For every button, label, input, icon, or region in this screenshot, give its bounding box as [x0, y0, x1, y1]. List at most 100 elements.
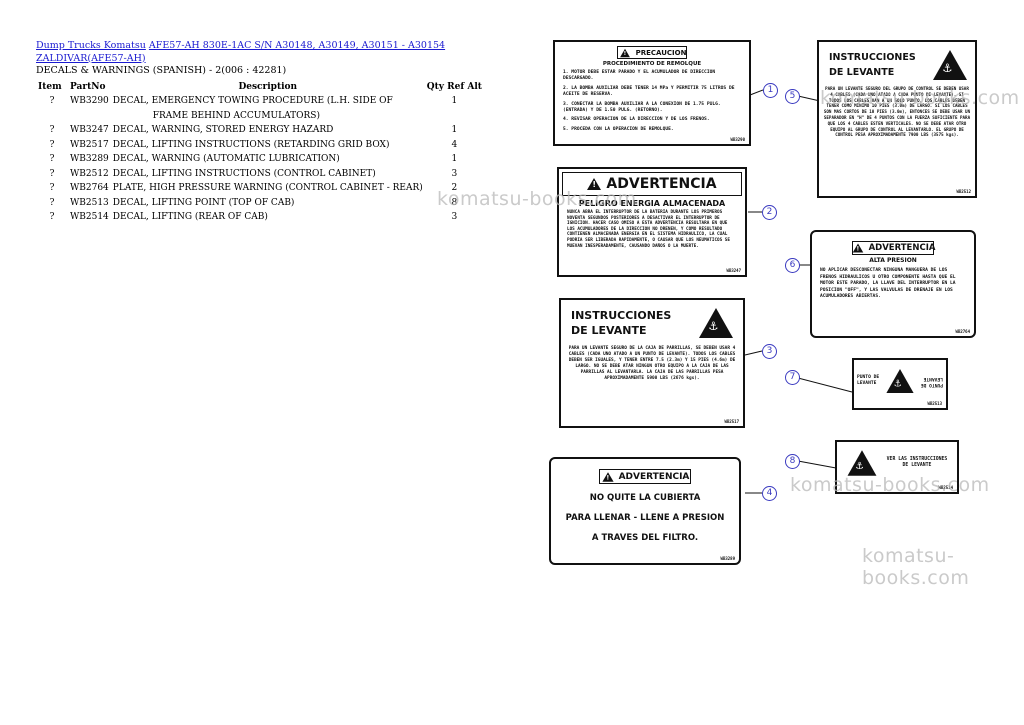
leader-line-3 [744, 350, 763, 356]
lifting-hook-warning-icon [933, 50, 967, 80]
col-description: Description [238, 81, 298, 92]
table-row: ? WB2517 DECAL, LIFTING INSTRUCTIONS (RE… [36, 138, 484, 153]
decal-body: PARA UN LEVANTE SEGURO DE LA CAJA DE PAR… [568, 346, 736, 381]
callout-7: 7 [785, 370, 800, 385]
decal-line: PARA LLENAR - LLENE A PRESION [565, 513, 725, 523]
row-partno: WB2764 [70, 183, 109, 193]
decal-line: A TRAVES DEL FILTRO. [591, 533, 699, 543]
row-qty: 8 [451, 197, 458, 208]
row-description: PLATE, HIGH PRESSURE WARNING (CONTROL CA… [112, 183, 423, 193]
row-partno: WB3247 [70, 125, 109, 135]
breadcrumb-link-zaldivar[interactable]: ZALDIVAR(AFE57-AH) [36, 52, 146, 64]
warning-triangle-icon [601, 471, 614, 482]
row-item: ? [49, 197, 55, 208]
leader-line-5 [797, 95, 821, 102]
decal-title-line1: INSTRUCCIONES [829, 52, 916, 63]
lifting-hook-warning-icon [699, 308, 733, 338]
decal-title: ADVERTENCIA [606, 176, 717, 192]
row-qty: 1 [451, 125, 458, 135]
row-qty: 1 [451, 154, 458, 164]
callout-3: 3 [762, 344, 777, 359]
row-partno: WB2512 [70, 168, 109, 179]
decal-body: NUNCA ABRA EL INTERRUPTOR DE LA BATERIA … [567, 210, 730, 249]
row-description: DECAL, WARNING, STORED ENERGY HAZARD [112, 125, 334, 135]
decal-label-left: PUNTO DE LEVANTE [857, 375, 880, 386]
decal-title-line1: INSTRUCCIONES [571, 309, 672, 322]
decal-title: ADVERTENCIA [868, 243, 936, 253]
decal-instrucciones-levante-cabinet: INSTRUCCIONES DE LEVANTE PARA UN LEVANTE… [817, 40, 977, 198]
watermark: komatsu-books.com [437, 188, 637, 210]
decal-code: WB2514 [938, 485, 953, 490]
decal-text: VER LAS INSTRUCCIONES DE LEVANTE [886, 456, 948, 469]
section-title: DECALS & WARNINGS (SPANISH) - 2(006 : 42… [36, 65, 287, 76]
warning-triangle-icon [619, 48, 630, 57]
decal-title: INSTRUCCIONES DE LEVANTE [829, 50, 916, 80]
decal-body: 1. MOTOR DEBE ESTAR PARADO Y EL ACUMULAD… [555, 67, 749, 136]
row-description-line2: FRAME BEHIND ACCUMULATORS) [152, 110, 320, 121]
decal-punto-de-levante: PUNTO DE LEVANTE PUNTO DE LEVANTE WB2513 [852, 358, 948, 410]
watermark: komatsu-books.com [862, 545, 970, 589]
decal-code: WB3290 [730, 137, 745, 142]
decal-title-banner: ADVERTENCIA [599, 469, 691, 484]
row-description: DECAL, LIFTING INSTRUCTIONS (CONTROL CAB… [112, 168, 376, 179]
watermark: komatsu-books.com [820, 87, 1020, 109]
decal-subtitle: PELIGRO ENERGIA ALMACENADA [578, 199, 726, 208]
row-description: DECAL, EMERGENCY TOWING PROCEDURE (L.H. … [111, 94, 425, 123]
decal-advertencia-stored-energy: ADVERTENCIA PELIGRO ENERGIA ALMACENADA N… [557, 167, 747, 277]
lifting-hook-warning-icon [886, 369, 914, 393]
col-qty: Qty [426, 81, 444, 92]
table-row: ? WB3290 DECAL, EMERGENCY TOWING PROCEDU… [36, 94, 484, 123]
decal-label-right: PUNTO DE LEVANTE [920, 376, 943, 387]
table-row: ? WB3247 DECAL, WARNING, STORED ENERGY H… [36, 123, 484, 138]
col-partno: PartNo [70, 81, 106, 92]
decal-subtitle: ALTA PRESION [869, 257, 917, 264]
decal-content: VER LAS INSTRUCCIONES DE LEVANTE [837, 442, 957, 484]
row-description: DECAL, LIFTING POINT (TOP OF CAB) [112, 197, 295, 208]
row-qty: 3 [451, 168, 458, 179]
callout-1: 1 [763, 83, 778, 98]
decal-code: WB2764 [955, 329, 970, 334]
row-item: ? [49, 168, 55, 179]
lifting-hook-warning-icon [847, 450, 877, 476]
parts-table: Item PartNo Description Qty Ref Alt ? WB… [36, 80, 484, 225]
row-partno: WB2514 [70, 212, 109, 222]
leader-line-1 [749, 89, 764, 96]
leader-line-8 [797, 460, 837, 469]
decal-code: WB2512 [956, 189, 971, 194]
table-row: ? WB3289 DECAL, WARNING (AUTOMATIC LUBRI… [36, 152, 484, 167]
col-alt: Alt [467, 81, 482, 92]
decal-title-banner: ADVERTENCIA [852, 241, 936, 255]
row-qty: 2 [451, 183, 458, 193]
decal-line: 5. PROCEDA CON LA OPERACION DE REMOLQUE. [563, 126, 674, 132]
col-qty-ref-alt: Qty Ref Alt [425, 80, 484, 95]
breadcrumb-link-dump-trucks[interactable]: Dump Trucks Komatsu [36, 40, 146, 51]
callout-4: 4 [762, 486, 777, 501]
row-qty: 4 [451, 139, 458, 150]
decal-instrucciones-levante-grid: INSTRUCCIONES DE LEVANTE PARA UN LEVANTE… [559, 298, 745, 428]
breadcrumb: Dump Trucks Komatsu AFE57-AH 830E-1AC S/… [36, 40, 506, 65]
row-item: ? [49, 139, 55, 150]
row-description: DECAL, WARNING (AUTOMATIC LUBRICATION) [112, 154, 340, 164]
decal-title-banner: ADVERTENCIA [562, 172, 742, 196]
decal-subtitle: PROCEDIMIENTO DE REMOLQUE [602, 61, 702, 67]
decal-ver-instrucciones: VER LAS INSTRUCCIONES DE LEVANTE WB2514 [835, 440, 959, 494]
decal-title-banner: PRECAUCION [617, 46, 687, 59]
row-partno: WB2513 [70, 197, 109, 208]
decal-body: NO APLICAR DESCONECTAR NINGUNA MANGUERA … [820, 268, 956, 299]
table-row: ? WB2514 DECAL, LIFTING (REAR OF CAB) 3 [36, 210, 484, 225]
decal-line: 4. REVISAR OPERACION DE LA DIRECCION Y D… [563, 117, 710, 123]
row-description: DECAL, LIFTING INSTRUCTIONS (RETARDING G… [112, 139, 390, 150]
table-row: ? WB2764 PLATE, HIGH PRESSURE WARNING (C… [36, 181, 484, 196]
decal-advertencia-cubierta: ADVERTENCIA NO QUITE LA CUBIERTA PARA LL… [549, 457, 741, 565]
table-row: ? WB2512 DECAL, LIFTING INSTRUCTIONS (CO… [36, 167, 484, 182]
decal-content: PUNTO DE LEVANTE PUNTO DE LEVANTE [854, 360, 946, 402]
decal-advertencia-alta-presion: ADVERTENCIA ALTA PRESION NO APLICAR DESC… [810, 230, 976, 338]
decal-title: PRECAUCION [635, 48, 687, 57]
breadcrumb-link-model[interactable]: AFE57-AH 830E-1AC S/N A30148, A30149, A3… [148, 40, 446, 51]
row-item: ? [49, 125, 55, 135]
row-item: ? [49, 183, 55, 193]
table-row: ? WB2513 DECAL, LIFTING POINT (TOP OF CA… [36, 196, 484, 211]
watermark: komatsu-books.com [790, 474, 990, 496]
decal-title: INSTRUCCIONES DE LEVANTE [571, 308, 671, 338]
row-partno: WB3289 [70, 154, 109, 164]
